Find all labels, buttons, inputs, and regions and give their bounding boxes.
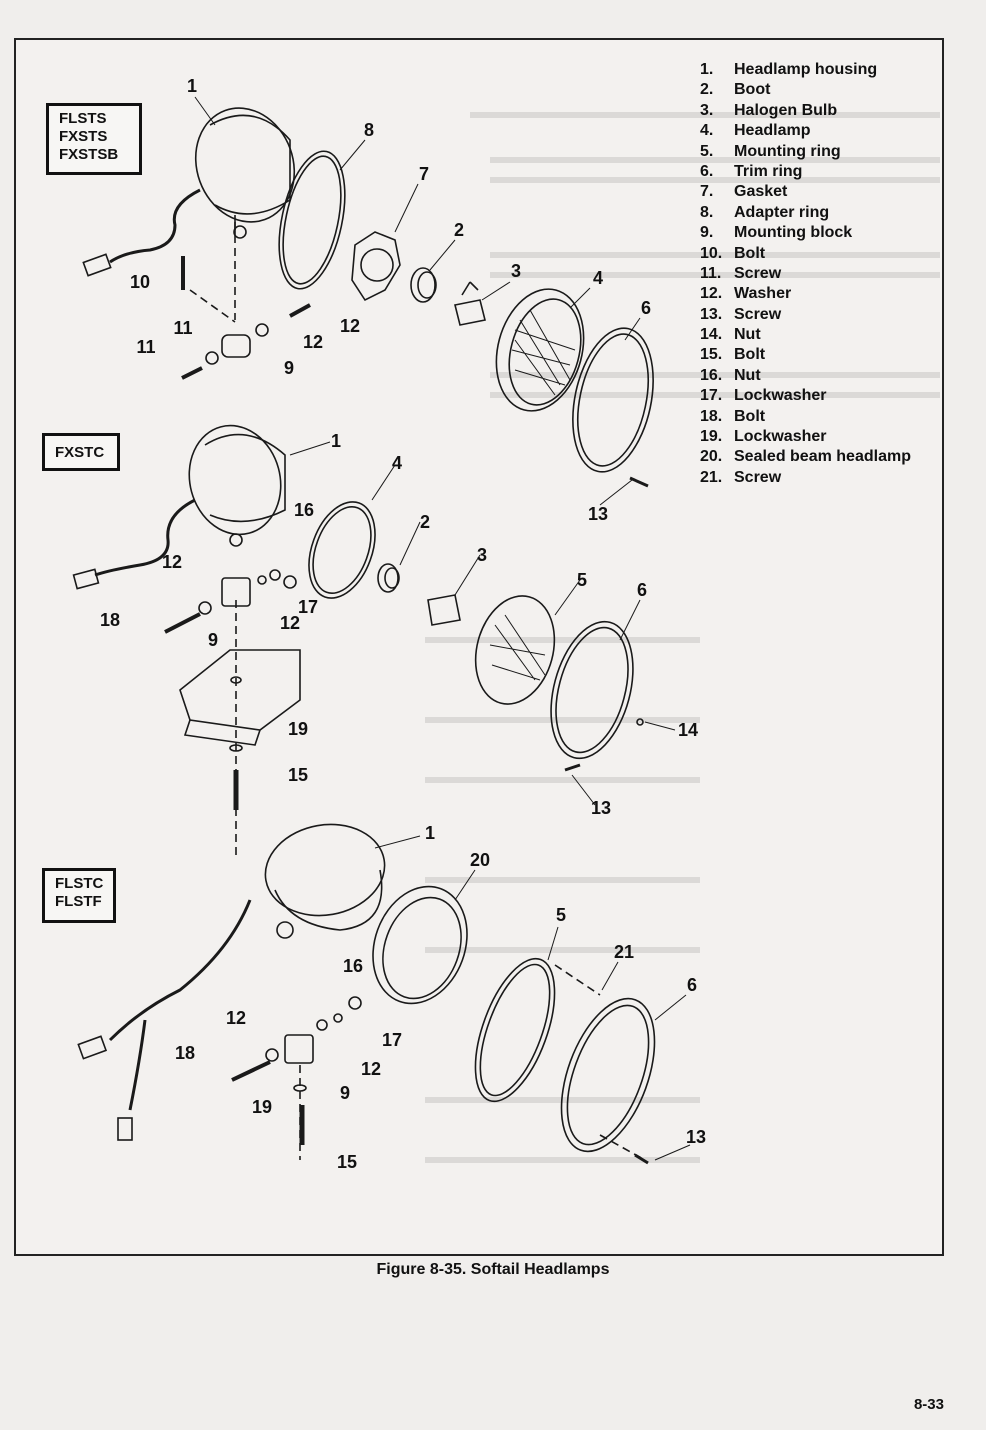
list-item: 10.Bolt <box>700 244 766 262</box>
list-item: 19.Lockwasher <box>700 428 827 446</box>
callout-number: 4 <box>391 453 403 473</box>
list-item: 11.Screw <box>700 264 782 282</box>
callout-number: 13 <box>587 504 609 524</box>
callout-number: 17 <box>381 1030 403 1050</box>
list-item: 4.Headlamp <box>700 122 811 140</box>
callout-number: 11 <box>173 318 193 338</box>
callout-number: 4 <box>592 268 604 288</box>
callout-number: 19 <box>251 1097 273 1117</box>
callout-number: 3 <box>510 261 522 281</box>
trim-ring-bottom <box>560 997 656 1153</box>
callout-number: 2 <box>419 512 431 532</box>
model-label: FLSTC <box>55 875 104 892</box>
callout-number: 5 <box>555 905 567 925</box>
model-label: FXSTC <box>55 444 105 461</box>
list-item: 2.Boot <box>700 81 771 99</box>
callout-number: 12 <box>339 316 361 336</box>
callout-number: 16 <box>342 956 364 976</box>
callout-number: 12 <box>225 1008 247 1028</box>
callout-number: 12 <box>161 552 183 572</box>
callout-number: 8 <box>363 120 375 140</box>
callout-number: 13 <box>590 798 612 818</box>
bottom-assembly <box>77 823 691 1165</box>
callout-number: 1 <box>424 823 436 843</box>
model-label: FXSTS <box>59 128 108 145</box>
list-item: 12.Washer <box>700 285 792 303</box>
list-item: 21.Screw <box>700 468 782 486</box>
adapter-ring-top <box>278 150 346 290</box>
callout-number: 3 <box>476 545 488 565</box>
callout-number: 9 <box>339 1083 351 1103</box>
headlamp-top <box>495 288 585 412</box>
model-box-bottom: FLSTC FLSTF <box>42 868 116 923</box>
model-label: FXSTSB <box>59 146 119 163</box>
list-item: 8.Adapter ring <box>700 203 830 221</box>
callout-number: 20 <box>469 850 491 870</box>
list-item: 20.Sealed beam headlamp <box>700 448 911 466</box>
callout-number: 15 <box>287 765 309 785</box>
list-item: 6.Trim ring <box>700 162 803 180</box>
callout-number: 6 <box>636 580 648 600</box>
list-item: 17.Lockwasher <box>700 387 827 405</box>
list-item: 9.Mounting block <box>700 224 853 242</box>
page-number: 8-33 <box>913 1396 944 1413</box>
list-item: 5.Mounting ring <box>700 142 841 160</box>
callout-number: 6 <box>686 975 698 995</box>
callout-number: 9 <box>207 630 219 650</box>
list-item: 18.Bolt <box>700 407 766 425</box>
model-box-top: FLSTS FXSTS FXSTSB <box>46 103 142 175</box>
callout-number: 5 <box>576 570 588 590</box>
mounting-ring-bottom <box>474 957 556 1103</box>
callout-number: 18 <box>174 1043 196 1063</box>
headlamp-housing-bottom <box>264 823 386 917</box>
callout-number: 2 <box>453 220 465 240</box>
callout-number: 1 <box>186 76 198 96</box>
middle-assembly <box>72 424 676 860</box>
top-assembly <box>82 96 654 506</box>
callout-number: 16 <box>293 500 315 520</box>
callout-number: 19 <box>287 719 309 739</box>
list-item: 16.Nut <box>700 366 761 384</box>
callout-number: 11 <box>136 337 156 357</box>
trim-ring-middle <box>550 620 634 760</box>
model-box-middle: FXSTC <box>42 433 120 471</box>
callout-number: 14 <box>677 720 699 740</box>
callout-number: 6 <box>640 298 652 318</box>
callout-number: 12 <box>302 332 324 352</box>
callout-number: 10 <box>129 272 151 292</box>
callout-number: 13 <box>685 1127 707 1147</box>
list-item: 13.Screw <box>700 305 782 323</box>
callout-number: 12 <box>279 613 301 633</box>
figure-caption: Figure 8-35. Softail Headlamps <box>376 1261 610 1278</box>
callout-number: 12 <box>360 1059 382 1079</box>
sealed-beam-headlamp <box>372 885 468 1005</box>
model-label: FLSTF <box>55 893 102 910</box>
list-item: 7.Gasket <box>700 183 788 201</box>
callout-number: 7 <box>418 164 430 184</box>
list-item: 15.Bolt <box>700 346 766 364</box>
headlamp-middle <box>474 595 556 705</box>
list-item: 3.Halogen Bulb <box>700 101 838 119</box>
headlamp-housing-middle <box>188 424 282 536</box>
list-item: 14.Nut <box>700 326 761 344</box>
callout-number: 1 <box>330 431 342 451</box>
parts-list: 1.Headlamp housing 2.Boot 3.Halogen Bulb… <box>700 60 940 488</box>
callout-number: 17 <box>297 597 319 617</box>
model-label: FLSTS <box>59 110 107 127</box>
callout-number: 21 <box>613 942 635 962</box>
trim-ring-top <box>572 327 654 473</box>
list-item: 1.Headlamp housing <box>700 61 878 78</box>
callout-number: 18 <box>99 610 121 630</box>
callout-number: 15 <box>336 1152 358 1172</box>
callout-number: 9 <box>283 358 295 378</box>
